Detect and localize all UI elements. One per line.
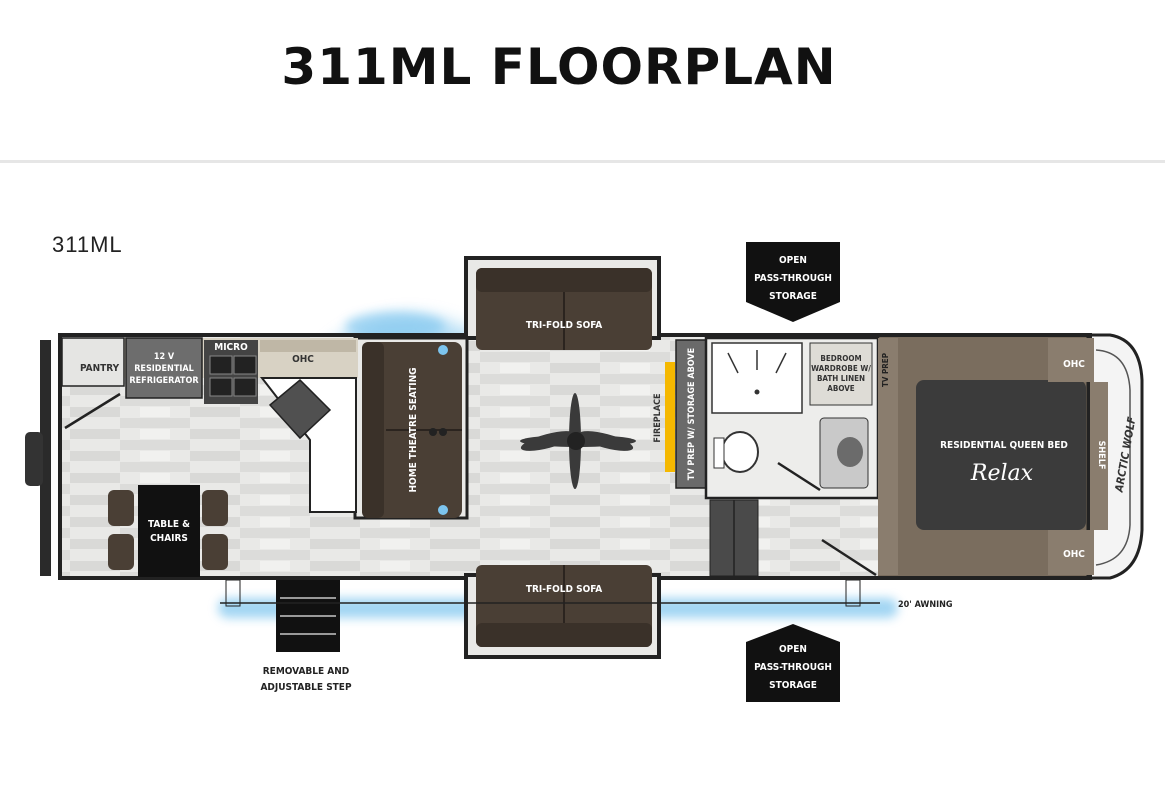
page-title: 311ML FLOORPLAN bbox=[281, 38, 837, 96]
ohc-bed-top-label: OHC bbox=[1063, 359, 1085, 370]
table-label-1: TABLE & bbox=[148, 519, 190, 530]
model-label: 311ML bbox=[52, 232, 123, 257]
bathroom bbox=[704, 336, 880, 500]
tv-prep-label: TV PREP bbox=[881, 353, 890, 387]
awning-rail bbox=[220, 579, 880, 607]
storage-top-label-3: STORAGE bbox=[769, 291, 817, 302]
entry-step bbox=[276, 580, 340, 652]
storage-top-label-1: OPEN bbox=[779, 255, 807, 266]
storage-bottom-label-1: OPEN bbox=[779, 644, 807, 655]
ceiling-fan bbox=[520, 393, 636, 489]
shelf-label: SHELF bbox=[1096, 441, 1106, 470]
storage-top-label-2: PASS-THROUGH bbox=[754, 273, 832, 284]
tv-prep-storage-label: TV PREP W/ STORAGE ABOVE bbox=[687, 348, 697, 480]
table-chairs bbox=[108, 485, 228, 577]
awning-label: 20' AWNING bbox=[898, 600, 953, 610]
step-label-1: REMOVABLE AND bbox=[263, 666, 349, 677]
storage-top-box bbox=[746, 242, 840, 322]
pantry-label: PANTRY bbox=[80, 363, 120, 374]
sofa-top-label: TRI-FOLD SOFA bbox=[526, 320, 602, 331]
storage-bottom-label-3: STORAGE bbox=[769, 680, 817, 691]
ohc-kitchen-label: OHC bbox=[292, 354, 314, 365]
bedroom bbox=[878, 338, 1108, 575]
tv-prep-cabinet bbox=[675, 339, 707, 489]
fireplace-unit bbox=[665, 362, 675, 472]
bed-label: RESIDENTIAL QUEEN BED bbox=[940, 440, 1068, 451]
micro-label: MICRO bbox=[214, 342, 248, 353]
wardrobe-label-4: ABOVE bbox=[827, 384, 855, 393]
sofa-bottom-label: TRI-FOLD SOFA bbox=[526, 584, 602, 595]
home-theatre-label: HOME THEATRE SEATING bbox=[408, 368, 419, 493]
refrigerator-label-1: 12 V bbox=[154, 352, 175, 362]
hitch bbox=[25, 340, 51, 576]
table-label-2: CHAIRS bbox=[150, 533, 188, 544]
slideout-top bbox=[464, 256, 661, 350]
home-theatre-seating bbox=[362, 342, 462, 518]
bedroom-door bbox=[821, 538, 877, 577]
wardrobe-label-1: BEDROOM bbox=[820, 354, 861, 363]
fireplace-label: FIREPLACE bbox=[653, 393, 663, 442]
kitchen-counter bbox=[61, 337, 358, 513]
bed-brand-label: Relax bbox=[970, 461, 1034, 486]
title-divider bbox=[0, 160, 1165, 163]
refrigerator-label-3: REFRIGERATOR bbox=[129, 376, 199, 386]
wardrobe-label-3: BATH LINEN bbox=[817, 374, 865, 383]
storage-bottom-box bbox=[746, 624, 840, 702]
storage-bottom-label-2: PASS-THROUGH bbox=[754, 662, 832, 673]
ohc-bed-bottom-label: OHC bbox=[1063, 549, 1085, 560]
slideout-bottom bbox=[464, 565, 661, 659]
step-label-2: ADJUSTABLE STEP bbox=[260, 682, 352, 693]
wardrobe-label-2: WARDROBE W/ bbox=[811, 364, 871, 373]
refrigerator-label-2: RESIDENTIAL bbox=[134, 364, 194, 374]
